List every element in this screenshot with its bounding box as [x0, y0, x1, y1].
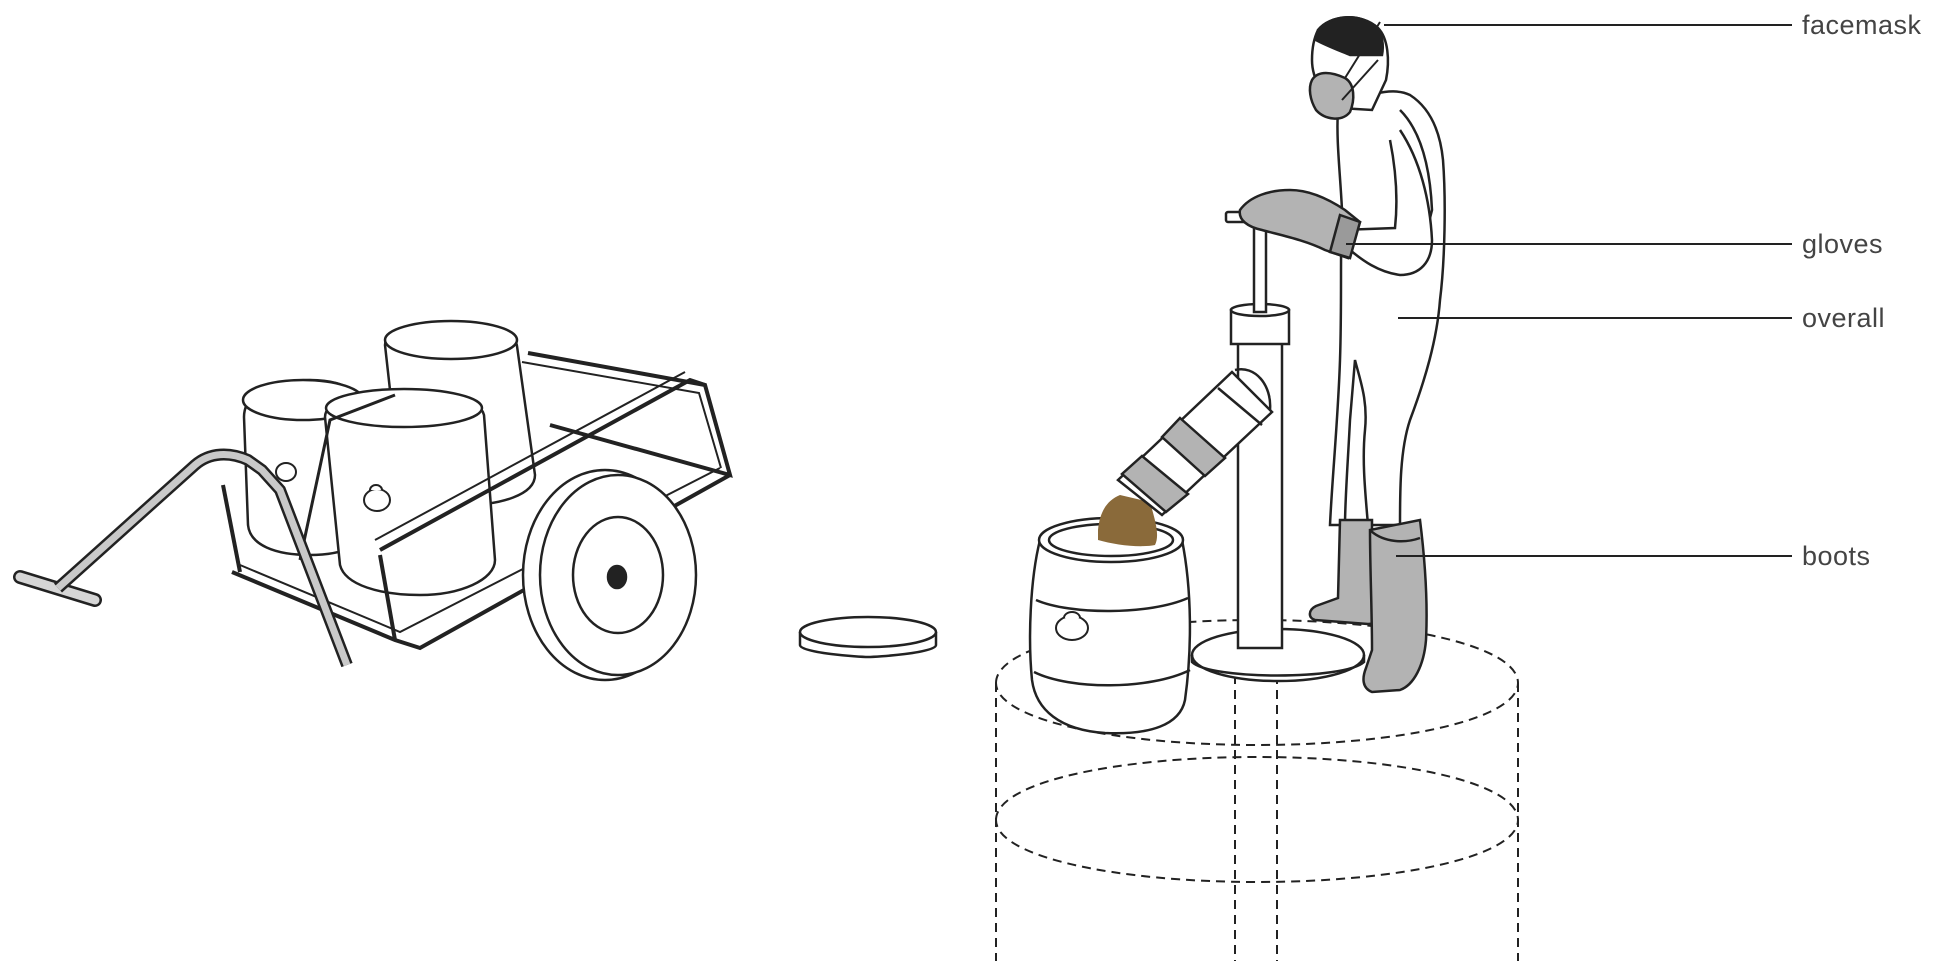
cart-wheel — [523, 470, 696, 680]
hand-cart-icon — [20, 321, 730, 680]
label-gloves: gloves — [1802, 229, 1883, 259]
label-boots: boots — [1802, 541, 1871, 571]
barrel-icon — [1030, 495, 1190, 733]
label-overall: overall — [1802, 303, 1885, 333]
label-facemask: facemask — [1802, 10, 1922, 40]
barrel-lid-icon — [800, 617, 936, 657]
cart-barrel-front — [325, 389, 495, 595]
